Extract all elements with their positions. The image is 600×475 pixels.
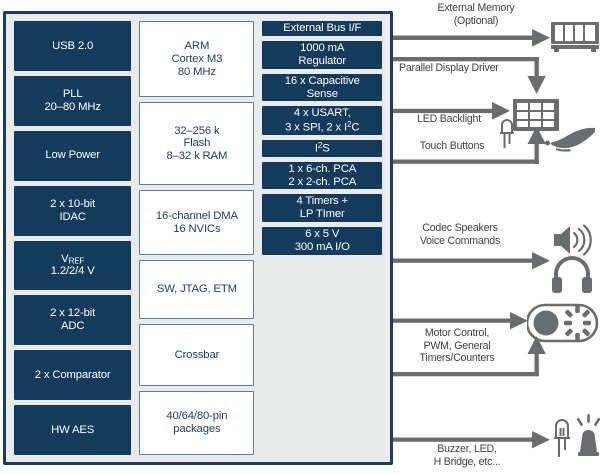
label-buzzer-led: Buzzer, LED, H Bridge, etc... — [433, 443, 501, 468]
peripherals-panel: External Memory (Optional) Parallel Disp… — [393, 0, 600, 475]
label-led-backlight: LED Backlight — [417, 113, 481, 125]
motor-icon — [527, 303, 599, 343]
label-external-memory: External Memory (Optional) — [437, 2, 515, 27]
block-usart-spi-i2c[interactable]: 4 x USART,3 x SPI, 2 x I2C — [262, 106, 382, 136]
connector-arrows — [393, 29, 550, 449]
label-motor-control: Motor Control, PWM, General Timers/Count… — [419, 327, 495, 365]
block-comparator[interactable]: 2 x Comparator — [14, 350, 132, 401]
block-hw-aes[interactable]: HW AES — [14, 405, 132, 455]
led-icon — [500, 119, 514, 148]
block-crossbar[interactable]: Crossbar — [139, 324, 255, 386]
block-i2s[interactable]: I2S — [262, 140, 382, 157]
block-usb[interactable]: USB 2.0 — [14, 21, 132, 71]
block-external-bus[interactable]: External Bus I/F — [262, 21, 382, 36]
block-low-power[interactable]: Low Power — [14, 130, 132, 181]
display-panel-icon — [513, 99, 559, 131]
memory-module-icon — [551, 22, 599, 52]
label-touch-buttons: Touch Buttons — [419, 140, 485, 152]
label-parallel-display-driver: Parallel Display Driver — [399, 62, 499, 74]
block-debug[interactable]: SW, JTAG, ETM — [139, 259, 255, 320]
buzzer-led-icon — [554, 414, 600, 457]
speaker-headphone-icon — [552, 224, 592, 293]
block-timers[interactable]: 4 Timers +LP TImer — [262, 194, 382, 223]
label-codec-speakers: Codec Speakers Voice Commands — [419, 222, 501, 247]
hand-touch-icon — [545, 127, 595, 152]
